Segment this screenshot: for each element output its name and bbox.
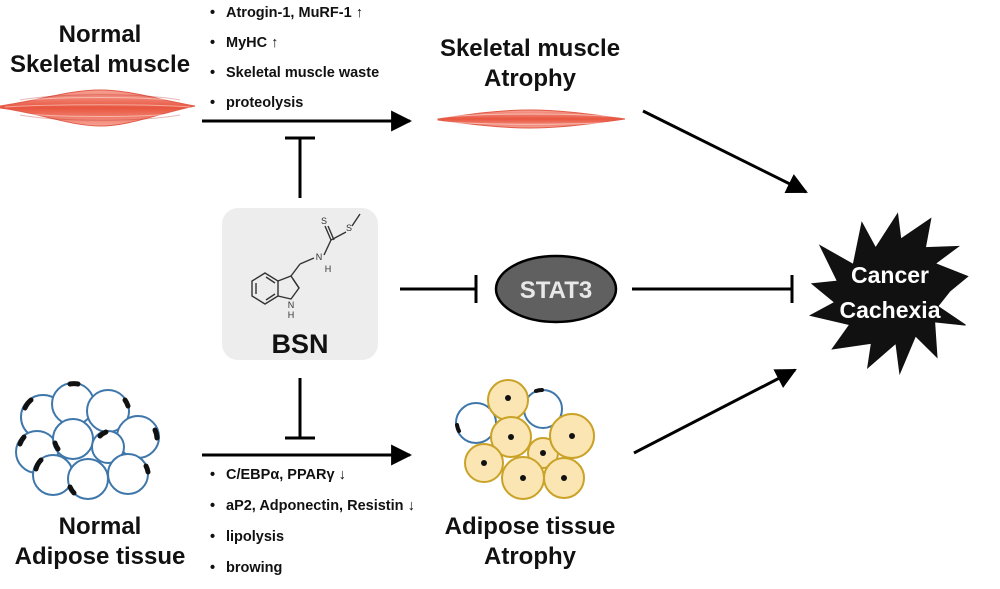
normal-adipose-title: Normal Adipose tissue <box>0 512 200 572</box>
normal-adipose-title-line2: Adipose tissue <box>14 543 186 570</box>
atom-n-indole: N <box>288 300 295 310</box>
normal-muscle-title-line2: Skeletal muscle <box>9 51 191 78</box>
adipose-atrophy-title-line2: Atrophy <box>484 543 576 570</box>
muscle-atrophy-title: Skeletal muscle Atrophy <box>415 34 645 94</box>
atom-s-thioether: S <box>346 223 352 233</box>
atom-n-amide: N <box>316 252 323 262</box>
muscle-effect-item: MyHC ↑ <box>210 33 410 63</box>
muscle-atrophy-title-line2: Atrophy <box>484 65 576 92</box>
adipose-effect-item: lipolysis <box>210 527 450 558</box>
adipose-effect-text: C/EBPα, PPARγ <box>226 467 335 483</box>
adipose-effect-item: aP2, Adponectin, Resistin ↓ <box>210 496 450 527</box>
adipose-effect-text: browing <box>226 560 283 576</box>
inhibit-muscle-atrophy <box>285 136 315 198</box>
stat3-to-cachexia <box>632 275 794 303</box>
bsn-atom-labels: S S N H N H <box>288 216 352 320</box>
adipose-atrophy-title-line1: Adipose tissue <box>444 513 616 540</box>
cachexia-label-line2: Cachexia <box>839 297 940 323</box>
muscle-effect-text: proteolysis <box>226 95 304 111</box>
cachexia-label-line1: Cancer <box>851 262 929 288</box>
adipose-effects-list: C/EBPα, PPARγ ↓ aP2, Adponectin, Resisti… <box>210 465 450 589</box>
muscle-to-cachexia-arrow <box>642 109 808 194</box>
compound-label: BSN <box>271 329 328 359</box>
down-arrow-icon: ↓ <box>338 467 346 483</box>
inhibit-stat3 <box>400 275 478 303</box>
atrophy-muscle-image <box>437 109 626 129</box>
normal-muscle-title: Normal Skeletal muscle <box>0 20 200 80</box>
adipose-to-cachexia-arrow <box>633 368 797 455</box>
atrophy-adipose-image <box>455 379 595 500</box>
inhibit-adipose-atrophy <box>285 378 315 440</box>
muscle-effect-item: Atrogin-1, MuRF-1 ↑ <box>210 3 410 33</box>
muscle-effect-item: proteolysis <box>210 93 410 123</box>
stat3-node <box>494 254 618 324</box>
stat3-label: STAT3 <box>520 277 592 304</box>
adipose-effect-item: C/EBPα, PPARγ ↓ <box>210 465 450 496</box>
adipose-effect-item: browing <box>210 558 450 589</box>
atom-h-amide: H <box>325 264 332 274</box>
normal-muscle-image <box>0 89 196 127</box>
atom-h-indole: H <box>288 310 295 320</box>
normal-adipose-nuclei <box>17 381 160 496</box>
muscle-effect-item: Skeletal muscle waste <box>210 63 410 93</box>
bsn-structure <box>251 213 361 305</box>
compound-box <box>222 208 378 360</box>
normal-adipose-title-line1: Normal <box>58 513 142 540</box>
up-arrow-icon: ↑ <box>271 35 279 51</box>
muscle-effect-text: Skeletal muscle waste <box>226 65 380 81</box>
muscle-atrophy-title-line1: Skeletal muscle <box>439 35 621 62</box>
atom-s-thione: S <box>321 216 327 226</box>
muscle-effect-text: MyHC <box>226 35 268 51</box>
cachexia-star <box>809 212 969 376</box>
adipose-effect-text: aP2, Adponectin, Resistin <box>226 498 404 514</box>
adipose-effect-text: lipolysis <box>226 529 285 545</box>
normal-muscle-title-line1: Normal <box>58 21 142 48</box>
down-arrow-icon: ↓ <box>407 498 415 514</box>
adipose-atrophy-title: Adipose tissue Atrophy <box>415 512 645 572</box>
muscle-effects-list: Atrogin-1, MuRF-1 ↑ MyHC ↑ Skeletal musc… <box>210 3 410 123</box>
muscle-effect-text: Atrogin-1, MuRF-1 <box>226 5 352 21</box>
normal-adipose-image <box>15 382 160 500</box>
up-arrow-icon: ↑ <box>355 5 363 21</box>
